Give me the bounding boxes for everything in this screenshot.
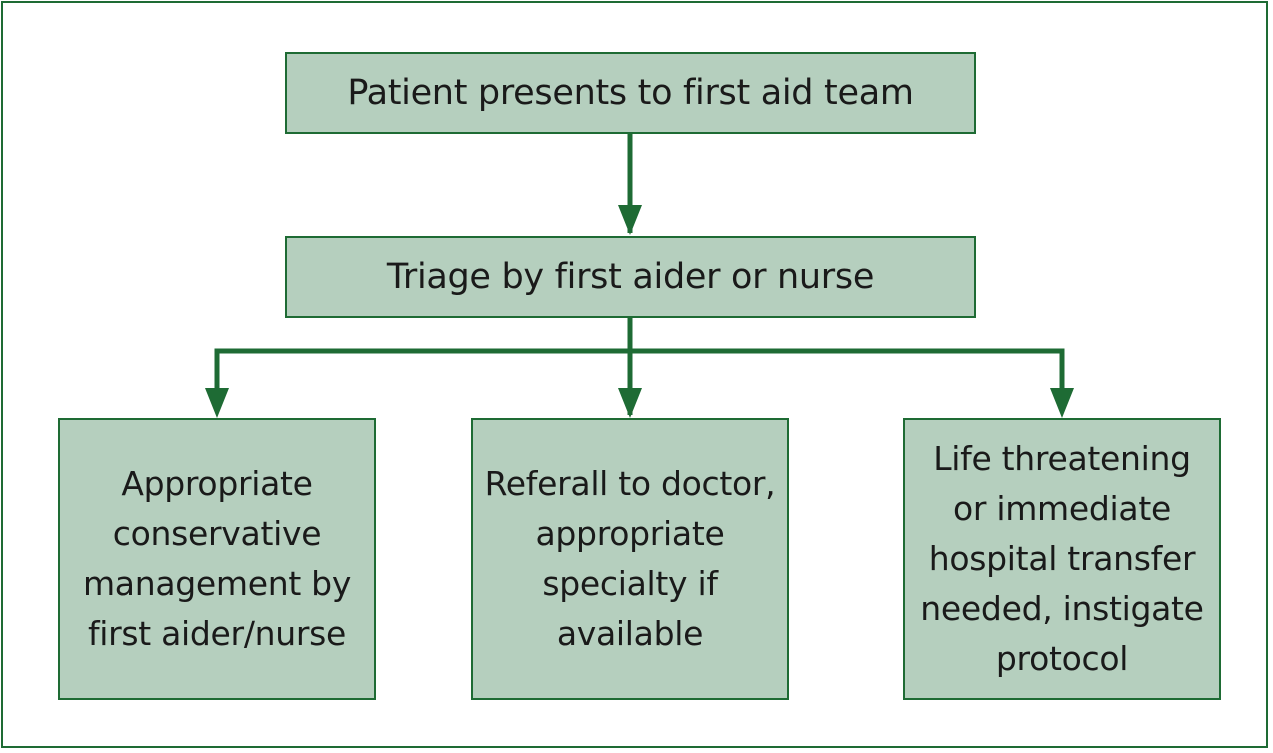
- arrowhead-conservative: [205, 388, 229, 418]
- node-referral-to-doctor-label: Referall to doctor, appropriate specialt…: [484, 464, 776, 653]
- arrowhead-emergency: [1050, 388, 1074, 418]
- arrowhead-triage: [618, 205, 642, 235]
- node-conservative-management-label: Appropriate conservative management by f…: [82, 464, 352, 653]
- node-patient-presents-label: Patient presents to first aid team: [347, 73, 914, 113]
- arrowhead-referral: [618, 388, 642, 418]
- node-triage-label: Triage by first aider or nurse: [386, 257, 875, 297]
- node-patient-presents: Patient presents to first aid team: [285, 52, 976, 134]
- node-conservative-management: Appropriate conservative management by f…: [58, 418, 376, 700]
- node-triage: Triage by first aider or nurse: [285, 236, 976, 318]
- node-life-threatening-label: Life threatening or immediate hospital t…: [920, 439, 1204, 678]
- node-life-threatening: Life threatening or immediate hospital t…: [903, 418, 1221, 700]
- edge-branch-bar: [214, 348, 1065, 390]
- node-referral-to-doctor: Referall to doctor, appropriate specialt…: [471, 418, 789, 700]
